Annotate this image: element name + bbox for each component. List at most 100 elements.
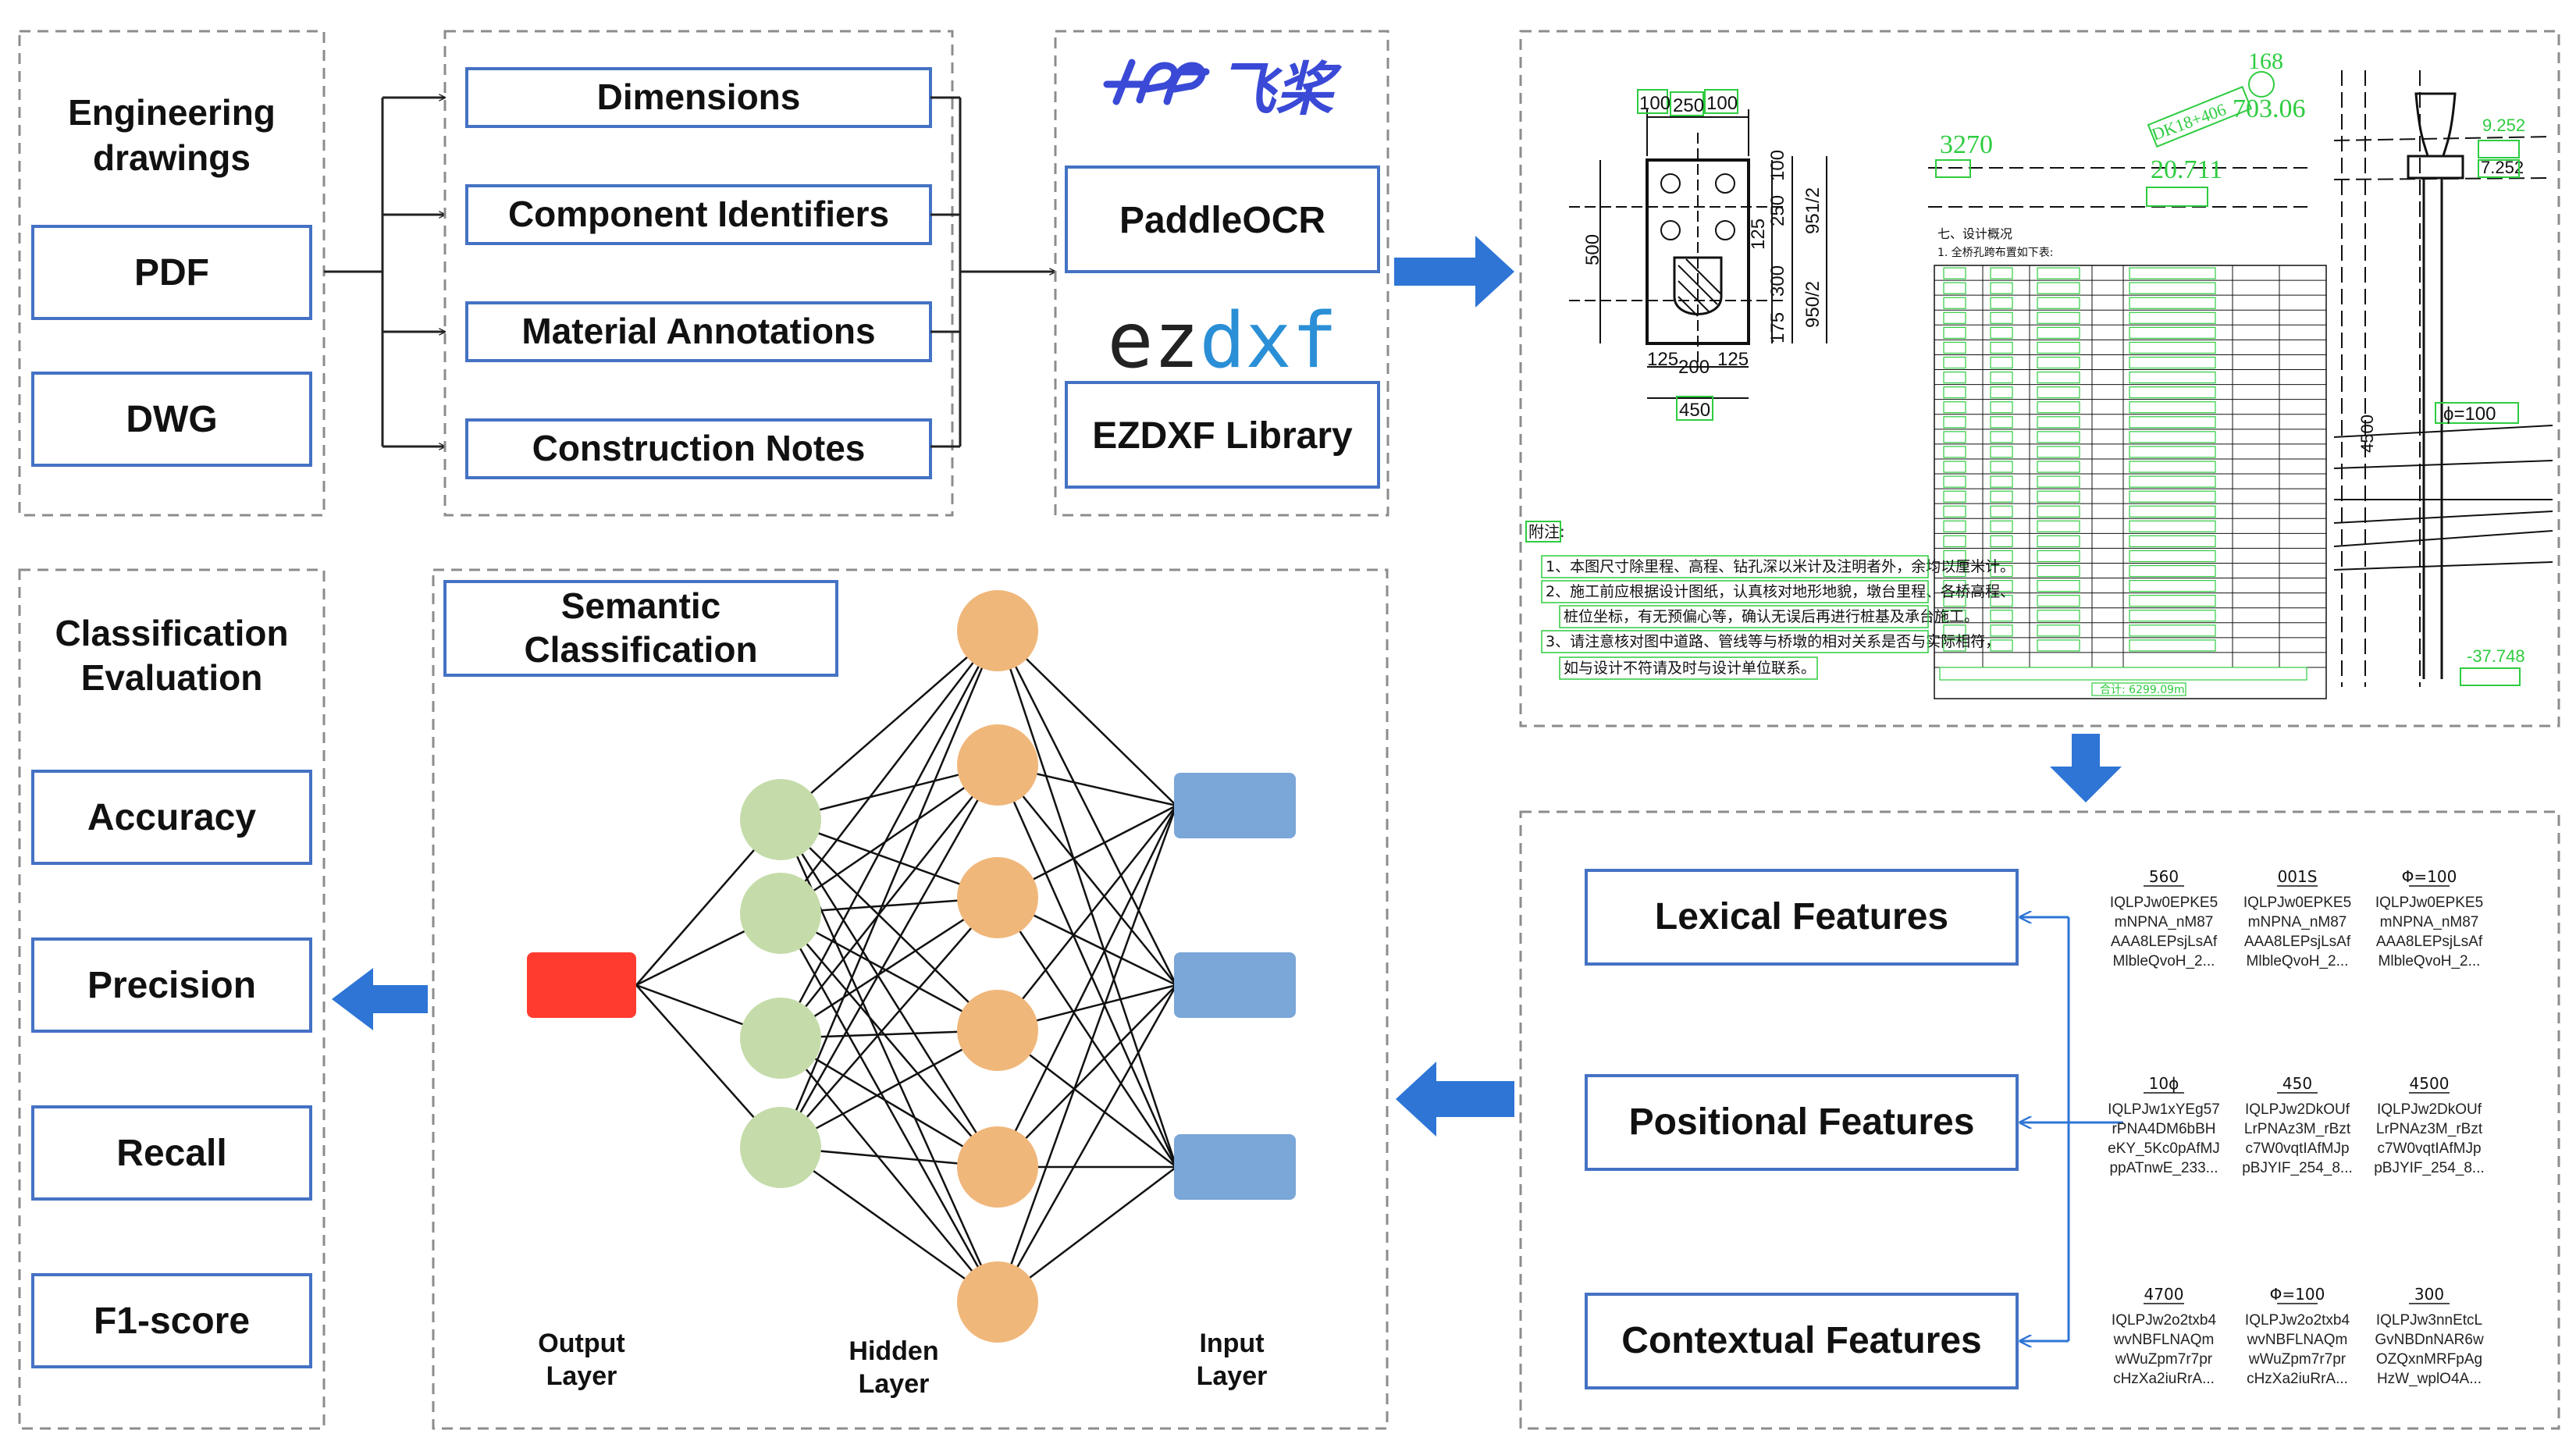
accuracy-box[interactable] (31, 770, 312, 865)
pier-elevation (2333, 70, 2553, 687)
drawing-panel-frame (1519, 30, 2560, 728)
ezdxf-logo: ezdxf (1107, 297, 1337, 386)
note-line: 1、本图尺寸除里程、高程、钻孔深以米计及注明者外，余均以厘米计。 (1546, 558, 2015, 575)
feature-sample-text: IQLPJw0EPKE5 (2243, 895, 2351, 911)
semantic-panel-frame (432, 568, 1389, 1430)
feature-sample-text: AAA8LEPsjLsAf (2376, 934, 2483, 950)
dim-label: 450 (1679, 400, 1710, 421)
precision-box[interactable] (31, 937, 312, 1033)
table-title: 七、设计概况 (1937, 226, 2012, 241)
feature-sample-text: IQLPJw1xYEg57 (2108, 1101, 2220, 1118)
positional-features-box[interactable] (1585, 1074, 2019, 1171)
f1-score-box[interactable] (31, 1273, 312, 1368)
input-panel-title: Engineering (68, 92, 276, 133)
feature-connector (2020, 917, 2123, 1341)
dim-label: 125 (1748, 219, 1769, 250)
contextual-features-box[interactable] (1585, 1293, 2019, 1389)
feature-sample-text: wWuZpm7r7pr (2248, 1351, 2347, 1368)
component-identifiers-label: Component Identifiers (508, 194, 889, 234)
feature-sample-text: IQLPJw0EPKE5 (2110, 895, 2218, 911)
feature-sample-text: IQLPJw2DkOUf (2377, 1101, 2482, 1118)
semantic-title-line2: Classification (524, 629, 757, 670)
network-edges (635, 630, 1178, 1304)
pdf-box[interactable] (31, 225, 312, 320)
semantic-title: Semantic (561, 585, 721, 626)
pier-label: 4500 (2357, 414, 2377, 453)
features-panel-frame (1519, 810, 2560, 1430)
dim-label: 175 (1767, 312, 1788, 343)
output-layer-label-line2: Layer (546, 1361, 617, 1391)
evaluation-title-line2: Evaluation (81, 657, 263, 698)
dim-label: 250 (1767, 195, 1788, 226)
dim-label: 125 (1717, 349, 1749, 370)
paddleocr-box[interactable] (1065, 165, 1380, 273)
hidden-node-green (740, 1107, 821, 1188)
feature-sample-text: IQLPJw3nnEtcL (2376, 1312, 2482, 1329)
merge-connector (930, 96, 1055, 448)
paddle-logo-mark-icon (1103, 59, 1210, 105)
input-node (1174, 1134, 1296, 1200)
input-panel-frame (18, 30, 326, 517)
feature-sample-text: LrPNAz3M_rBzt (2376, 1121, 2483, 1137)
table-grid (1934, 265, 2327, 699)
span-table: 七、设计概况 1. 全桥孔跨布置如下表: 合计: 6299.09m (1934, 226, 2327, 699)
input-node (1174, 952, 1296, 1018)
elevation-labels: 3270 20.711 168 DK18+406 703.06 (1928, 48, 2311, 208)
feature-sample-text: pBJYIF_254_8... (2374, 1160, 2485, 1176)
output-node (527, 952, 636, 1018)
feature-sample-text: IQLPJw2o2txb4 (2112, 1312, 2217, 1329)
paddle-logo-text: 飞桨 (1218, 56, 1343, 123)
feature-sample-label: 001S (2278, 867, 2318, 886)
hidden-node-green (740, 873, 821, 954)
tools-panel-frame (1054, 30, 1389, 517)
feature-sample-text: cHzXa2iuRrA... (2247, 1371, 2348, 1387)
notes-title: 附注: (1528, 522, 1565, 541)
feature-sample-text: cHzXa2iuRrA... (2113, 1371, 2215, 1387)
network-nodes (527, 590, 1296, 1343)
dimensions-label: Dimensions (597, 76, 801, 117)
dim-label: 100 (1767, 150, 1788, 181)
hidden-node-orange (957, 724, 1038, 806)
category-panel-frame (443, 30, 954, 517)
feature-sample-text: LrPNAz3M_rBzt (2244, 1121, 2351, 1137)
precision-label: Precision (87, 965, 256, 1006)
dim-label: 100 (1639, 93, 1670, 114)
elev-label: 168 (2248, 48, 2283, 74)
feature-sample-text: mNPNA_nM87 (2380, 914, 2479, 930)
pile-cap-plan (1569, 109, 1788, 399)
construction-notes-box[interactable] (465, 418, 932, 479)
material-annotations-label: Material Annotations (521, 311, 875, 351)
pier-label: ϕ=100 (2443, 404, 2496, 425)
arrow-left-icon (332, 968, 428, 1030)
feature-sample-text: ppATnwE_233... (2109, 1160, 2218, 1176)
hidden-node-orange (957, 1126, 1038, 1208)
feature-sample-label: Φ=100 (2270, 1285, 2325, 1304)
lexical-features-box[interactable] (1585, 869, 2019, 966)
hidden-layer-label-line2: Layer (859, 1369, 930, 1399)
feature-sample-text: AAA8LEPsjLsAf (2244, 934, 2351, 950)
note-line: 2、施工前应根据设计图纸，认真核对地形地貌，墩台里程、各桥高程、 (1546, 583, 2015, 600)
dwg-box[interactable] (31, 372, 312, 467)
feature-sample-text: c7W0vqtIAfMJp (2377, 1140, 2481, 1157)
elev-label: 20.711 (2151, 155, 2222, 184)
paddle-logo: 飞桨 (1103, 56, 1343, 123)
positional-features-label: Positional Features (1629, 1101, 1975, 1143)
feature-sample-label: 4700 (2144, 1285, 2184, 1304)
dim-label: 100 (1706, 93, 1738, 114)
ezdxf-library-label: EZDXF Library (1092, 415, 1353, 457)
semantic-panel: Semantic Classification Output Layer Hid… (432, 568, 1389, 1430)
elev-label: 703.06 (2233, 94, 2306, 123)
output-layer-label: Output (538, 1329, 624, 1358)
ezdxf-library-box[interactable] (1065, 381, 1380, 489)
feature-sample-text: AAA8LEPsjLsAf (2111, 934, 2218, 950)
semantic-title-box (443, 580, 838, 677)
recall-box[interactable] (31, 1105, 312, 1201)
contextual-features-label: Contextual Features (1621, 1320, 1981, 1361)
feature-samples: 560IQLPJw0EPKE5mNPNA_nM87AAA8LEPsjLsAfMl… (2108, 867, 2485, 1387)
hidden-node-orange (957, 590, 1038, 671)
arrow-to-drawing-icon (1394, 236, 1514, 308)
construction-notes-text: 附注: 1、本图尺寸除里程、高程、钻孔深以米计及注明者外，余均以厘米计。 2、施… (1525, 521, 2015, 680)
feature-sample-text: MlbleQvoH_2... (2113, 953, 2215, 969)
feature-sample-text: eKY_5Kc0pAfMJ (2108, 1140, 2220, 1157)
note-line: 桩位坐标，有无预偏心等，确认无误后再进行桩基及承台施工。 (1564, 608, 1979, 625)
